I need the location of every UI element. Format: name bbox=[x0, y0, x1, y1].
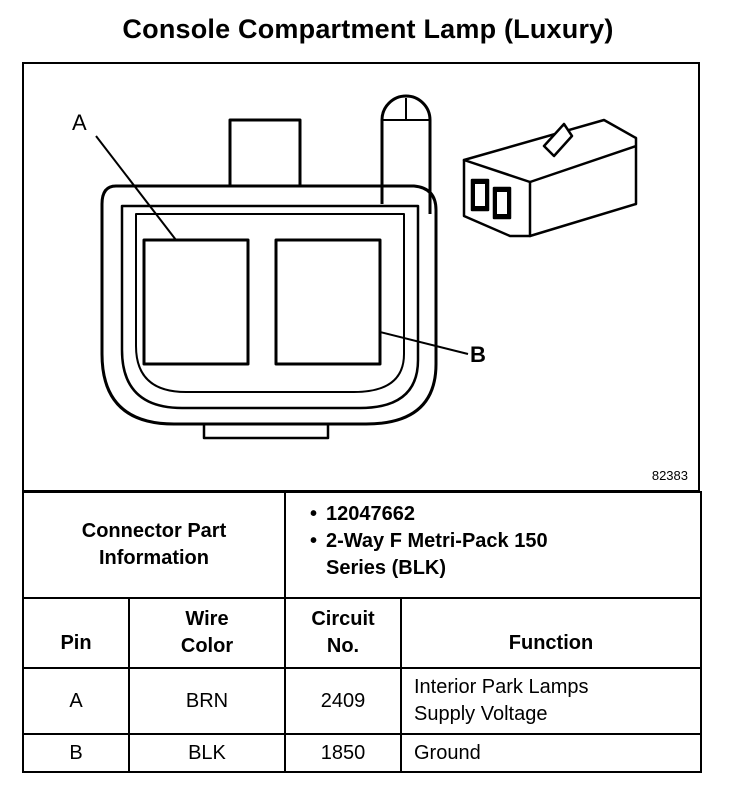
header-wire-color: Wire Color bbox=[128, 597, 286, 669]
terminal-cavity-a bbox=[142, 238, 250, 366]
header-function: Function bbox=[400, 597, 702, 669]
page-title: Console Compartment Lamp (Luxury) bbox=[122, 14, 614, 44]
table-row: B BLK 1850 Ground bbox=[22, 733, 702, 773]
table-row: A BRN 2409 Interior Park Lamps Supply Vo… bbox=[22, 667, 702, 735]
function-cell: Ground bbox=[400, 733, 702, 773]
connector-latch-tab bbox=[228, 118, 302, 188]
connector-lock-post bbox=[380, 94, 432, 214]
header-circuit: Circuit No. bbox=[284, 597, 402, 669]
connector-diagram: A B 82383 bbox=[22, 62, 700, 492]
connector-isometric-view bbox=[462, 118, 638, 238]
connector-drawing bbox=[95, 94, 638, 440]
pin-cell: A bbox=[22, 667, 130, 735]
circuit-cell: 1850 bbox=[284, 733, 402, 773]
connector-part-info-label: Connector Part Information bbox=[22, 491, 286, 599]
connector-table: Connector Part Information •12047662 •2-… bbox=[22, 491, 702, 773]
wire-color-cell: BLK bbox=[128, 733, 286, 773]
connector-body-outer bbox=[100, 184, 438, 426]
circuit-cell: 2409 bbox=[284, 667, 402, 735]
connector-type-item: •2-Way F Metri-Pack 150 Series (BLK) bbox=[310, 530, 548, 579]
part-number-item: •12047662 bbox=[310, 503, 415, 525]
header-pin: Pin bbox=[22, 597, 130, 669]
terminal-cavity-b bbox=[274, 238, 382, 366]
callout-b-label: B bbox=[470, 342, 486, 367]
function-cell: Interior Park Lamps Supply Voltage bbox=[400, 667, 702, 735]
pin-cell: B bbox=[22, 733, 130, 773]
wire-color-cell: BRN bbox=[128, 667, 286, 735]
figure-number: 82383 bbox=[651, 468, 688, 483]
callout-a-label: A bbox=[72, 110, 87, 135]
connector-part-info-list: •12047662 •2-Way F Metri-Pack 150 Series… bbox=[284, 491, 702, 599]
